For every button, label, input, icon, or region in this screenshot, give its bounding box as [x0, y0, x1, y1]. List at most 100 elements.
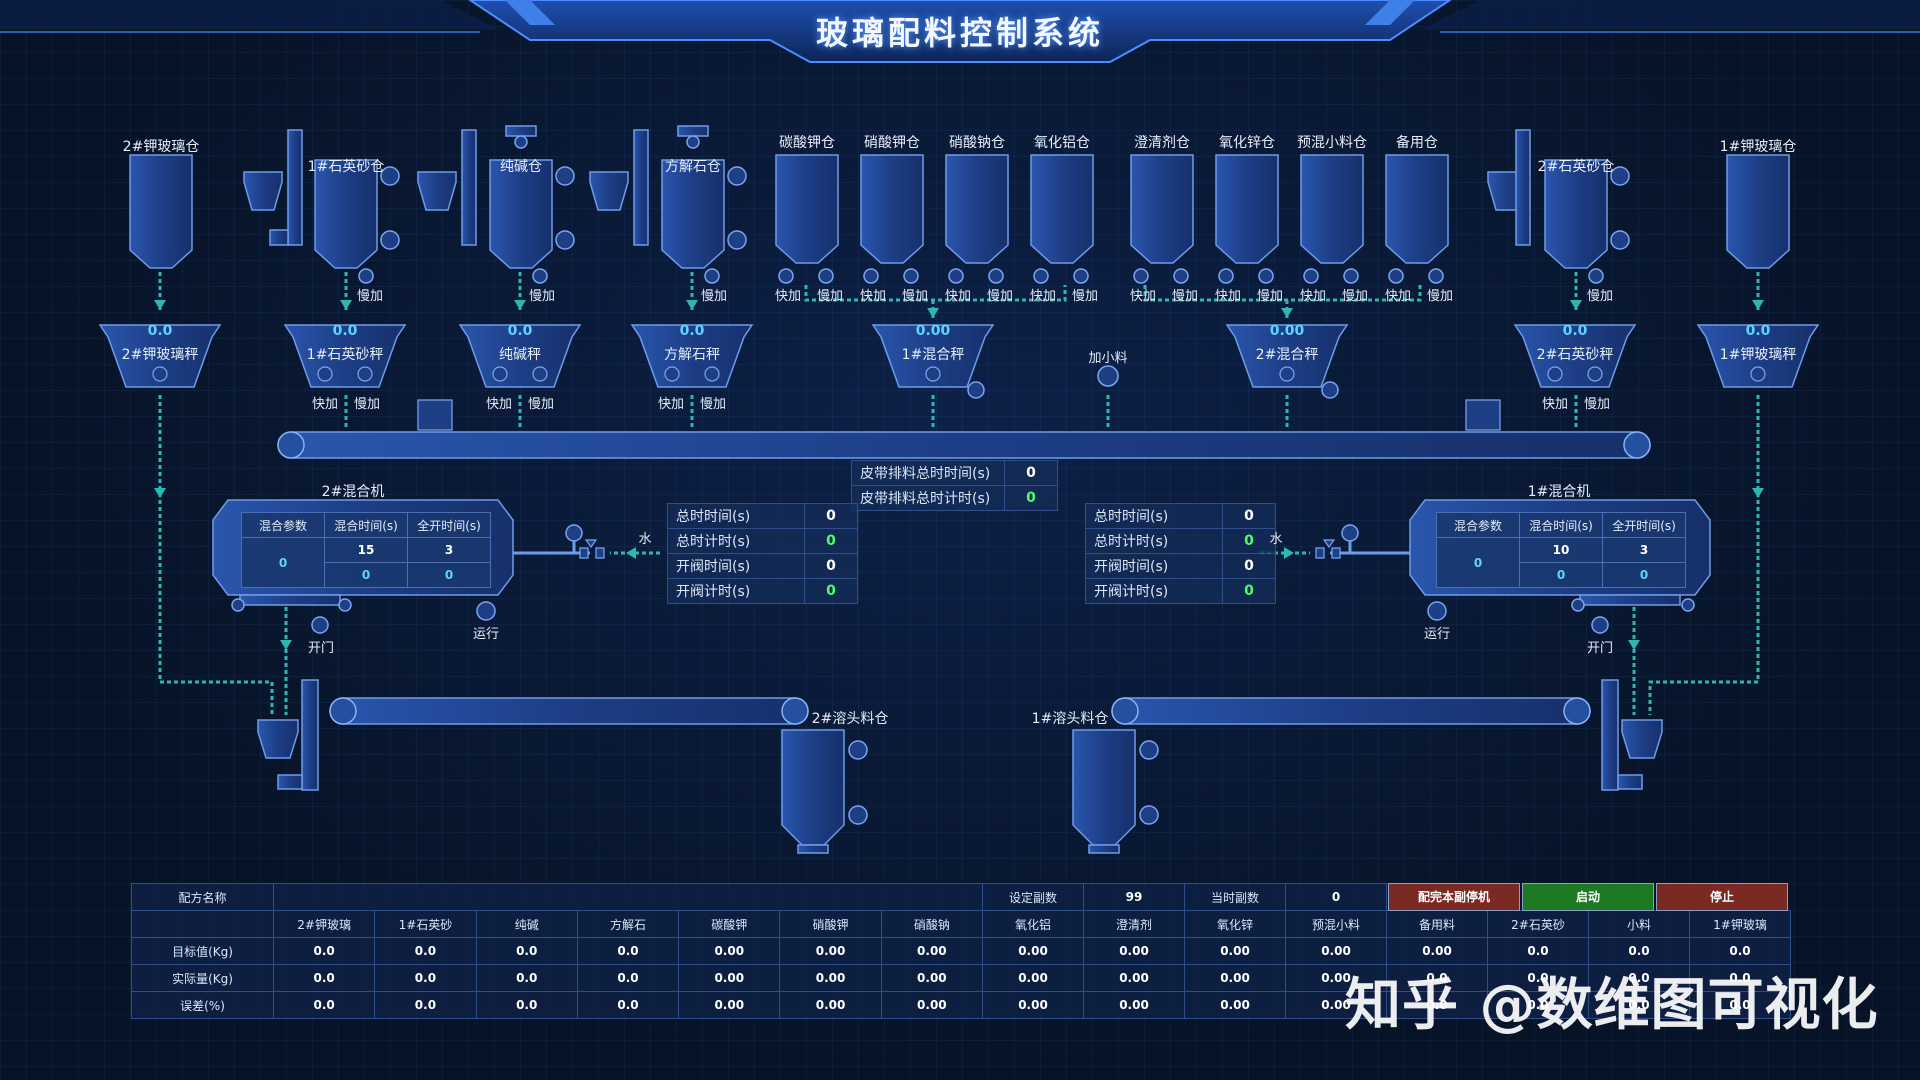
copies-input[interactable]: 99 — [1083, 883, 1185, 911]
water-label: 水 — [638, 532, 652, 547]
recipe-cell[interactable]: 0.0 — [1689, 937, 1791, 965]
info-value: 0 — [804, 503, 858, 529]
fast-add-label: 快加 — [485, 397, 513, 412]
recipe-cell: 0.0 — [1386, 964, 1488, 992]
stop-button[interactable]: 停止 — [1656, 883, 1788, 911]
param-header: 混合参数 — [241, 512, 325, 538]
recipe-cell[interactable]: 0.00 — [678, 937, 781, 965]
scale-value: 0.0 — [1745, 323, 1771, 339]
scale-value: 0.0 — [679, 323, 705, 339]
upper-belt — [277, 431, 1651, 459]
info-key: 开阀时间(s) — [667, 553, 805, 579]
silo-label: 硝酸钠仓 — [949, 135, 1005, 151]
info-value: 0 — [804, 553, 858, 579]
silo-label: 2#钾玻璃仓 — [122, 139, 200, 155]
recipe-cell: 0.0 — [475, 991, 578, 1019]
slow-add-label: 慢加 — [1256, 289, 1284, 304]
recipe-cell[interactable]: 0.00 — [1285, 937, 1387, 965]
info-key: 总时时间(s) — [667, 503, 805, 529]
recipe-cell: 0.00 — [880, 964, 984, 992]
slow-add-label: 慢加 — [353, 397, 381, 412]
door-label: 开门 — [1586, 641, 1614, 656]
recipe-cell: 0.00 — [678, 964, 781, 992]
recipe-cell[interactable]: 0.00 — [779, 937, 882, 965]
recipe-cell[interactable]: 0.00 — [1083, 937, 1185, 965]
fast-add-label: 快加 — [1384, 289, 1412, 304]
recipe-column-header: 硝酸钾 — [779, 910, 882, 938]
recipe-column-header: 氧化铝 — [982, 910, 1084, 938]
page-title: 玻璃配料控制系统 — [815, 14, 1104, 52]
recipe-cell[interactable]: 0.00 — [1184, 937, 1286, 965]
scale-name: 1#混合秤 — [901, 347, 965, 363]
mixer1-timer-panel: 总时时间(s)0 总时计时(s)0 开阀时间(s)0 开阀计时(s)0 — [1085, 503, 1276, 604]
recipe-cell: 0.0 — [576, 991, 680, 1019]
recipe-cell[interactable]: 0.0 — [272, 937, 376, 965]
open-time-setting[interactable]: 3 — [407, 537, 491, 563]
recipe-cell: 0.00 — [1184, 964, 1286, 992]
open-time-setting[interactable]: 3 — [1602, 537, 1686, 563]
silo-shapes — [129, 154, 1790, 269]
recipe-cell[interactable]: 0.0 — [1487, 937, 1589, 965]
recipe-column-header: 2#钾玻璃 — [272, 910, 376, 938]
recipe-cell[interactable]: 0.0 — [374, 937, 477, 965]
info-value: 0 — [1222, 553, 1276, 579]
recipe-cell: 0.00 — [1184, 991, 1286, 1019]
slow-add-label: 慢加 — [1341, 289, 1369, 304]
scale-name: 1#石英砂秤 — [306, 347, 384, 363]
recipe-cell[interactable]: 0.0 — [576, 937, 680, 965]
scale-value: 0.0 — [1562, 323, 1588, 339]
slow-add-label: 慢加 — [1171, 289, 1199, 304]
silo-label: 预混小料仓 — [1297, 135, 1367, 151]
info-key: 总时时间(s) — [1085, 503, 1223, 529]
silo-label: 氧化锌仓 — [1219, 135, 1275, 151]
kiln-hoppers — [781, 729, 1136, 854]
info-value: 0 — [804, 578, 858, 604]
slow-add-label: 慢加 — [700, 289, 728, 304]
silo-label: 方解石仓 — [665, 159, 721, 175]
recipe-cell: 0.0 — [1689, 991, 1791, 1019]
info-key: 开阀计时(s) — [667, 578, 805, 604]
mixer2-timer-panel: 总时时间(s)0 总时计时(s)0 开阀时间(s)0 开阀计时(s)0 — [667, 503, 858, 604]
slow-add-label: 慢加 — [1071, 289, 1099, 304]
watermark-text: 知乎 @数维图可视化 — [1345, 973, 1879, 1038]
recipe-cell[interactable]: 0.0 — [475, 937, 578, 965]
recipe-column-header: 2#石英砂 — [1487, 910, 1589, 938]
start-button[interactable]: 启动 — [1522, 883, 1654, 911]
recipe-cell: 0.00 — [779, 964, 882, 992]
recipe-cell: 0.00 — [880, 991, 984, 1019]
silo-label: 碳酸钾仓 — [779, 135, 835, 151]
recipe-cell[interactable]: 0.00 — [982, 937, 1084, 965]
slow-add-label: 慢加 — [528, 289, 556, 304]
mixer2-param-table: 混合参数 混合时间(s) 全开时间(s) 0 15 3 0 0 — [241, 512, 491, 588]
mixer1-param-table: 混合参数 混合时间(s) 全开时间(s) 0 10 3 0 0 — [1436, 512, 1686, 588]
silo-label: 备用仓 — [1396, 135, 1438, 151]
fast-add-label: 快加 — [1029, 289, 1057, 304]
scale-name: 2#钾玻璃秤 — [121, 347, 199, 363]
mix-param-value[interactable]: 0 — [1436, 537, 1520, 588]
scale-name: 2#石英砂秤 — [1536, 347, 1614, 363]
param-header: 全开时间(s) — [1602, 512, 1686, 538]
door-label: 开门 — [307, 641, 335, 656]
mix-time-setting[interactable]: 10 — [1519, 537, 1603, 563]
slow-add-label: 慢加 — [986, 289, 1014, 304]
fast-add-label: 快加 — [859, 289, 887, 304]
recipe-cell[interactable]: 0.00 — [1386, 937, 1488, 965]
stop-after-batch-button[interactable]: 配完本副停机 — [1388, 883, 1520, 911]
scale-name: 1#钾玻璃秤 — [1719, 347, 1797, 363]
info-value: 0 — [804, 528, 858, 554]
param-header: 混合时间(s) — [324, 512, 408, 538]
recipe-name-field[interactable] — [273, 883, 983, 911]
slow-add-label: 慢加 — [1583, 397, 1611, 412]
recipe-cell[interactable]: 0.00 — [880, 937, 984, 965]
recipe-cell: 0.00 — [678, 991, 781, 1019]
mix-time-setting[interactable]: 15 — [324, 537, 408, 563]
info-key: 开阀时间(s) — [1085, 553, 1223, 579]
mix-param-value[interactable]: 0 — [241, 537, 325, 588]
fast-add-label: 快加 — [1214, 289, 1242, 304]
slow-add-label: 慢加 — [1426, 289, 1454, 304]
scale-value: 0.00 — [915, 323, 951, 339]
recipe-name-label: 配方名称 — [131, 883, 274, 911]
scale-name: 2#混合秤 — [1255, 347, 1319, 363]
recipe-cell: 0.00 — [779, 991, 882, 1019]
